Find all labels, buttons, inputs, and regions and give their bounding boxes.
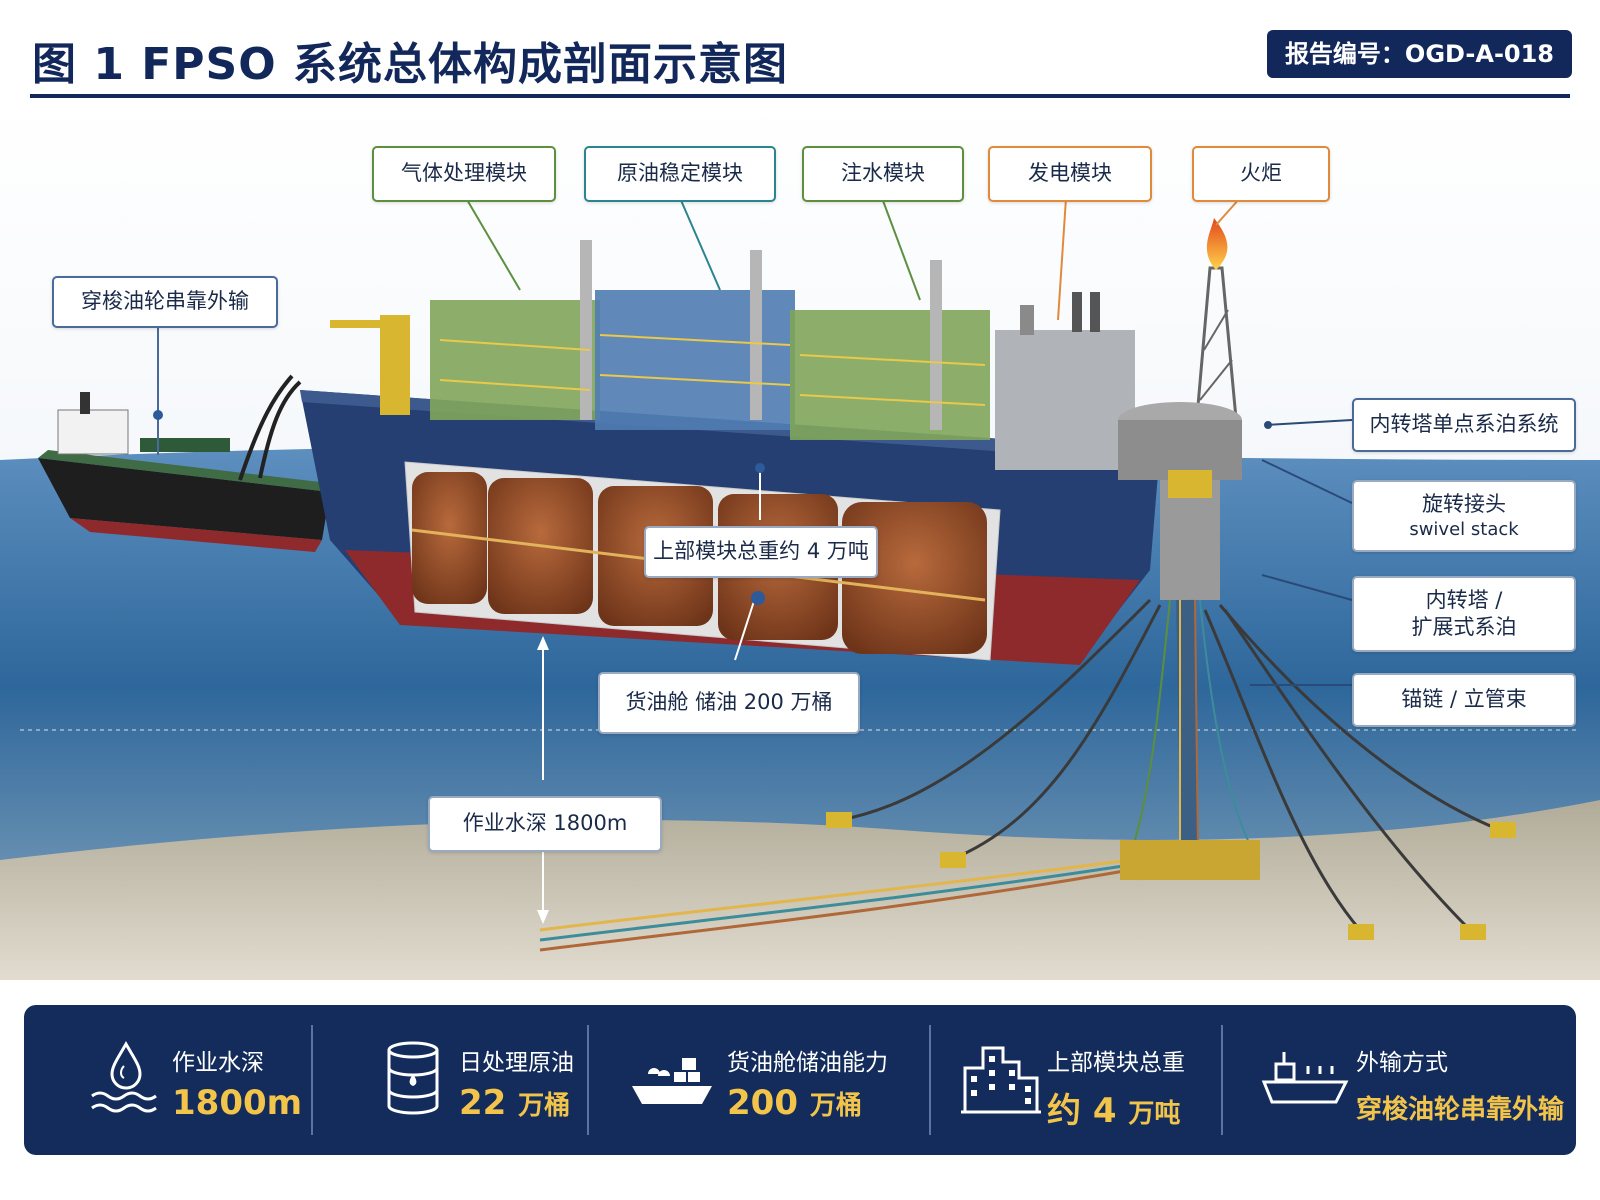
stat-label: 日处理原油 [459, 1050, 574, 1076]
stat-value: 约 4 万吨 [1047, 1083, 1180, 1132]
callout-chain-riser: 锚链 / 立管束 [1352, 673, 1576, 727]
stat-divider [929, 1025, 931, 1135]
stat-label: 外输方式 [1356, 1050, 1448, 1076]
stat-daily-processing: 日处理原油 22 万桶 [349, 1005, 619, 1155]
stat-divider [1221, 1025, 1223, 1135]
page-title: 图 1 FPSO 系统总体构成剖面示意图 [32, 39, 788, 90]
callout-topside-weight: 上部模块总重约 4 万吨 [644, 526, 878, 578]
callout-shuttle-tanker: 穿梭油轮串靠外输 [52, 276, 278, 328]
callout-water-depth: 作业水深 1800m [428, 796, 662, 852]
water-drop-waves-icon [91, 1040, 157, 1113]
callout-crude-stabilization: 原油稳定模块 [584, 146, 776, 202]
stat-export-method: 外输方式 穿梭油轮串靠外输 [1234, 1005, 1574, 1155]
stat-value-unit: 万吨 [1128, 1099, 1181, 1129]
report-id-badge: 报告编号：OGD-A-018 [1266, 30, 1572, 78]
stat-value-number: 穿梭油轮串靠外输 [1356, 1095, 1565, 1125]
cargo-ship-icon [632, 1058, 712, 1104]
stat-value: 穿梭油轮串靠外输 [1356, 1089, 1564, 1126]
oil-barrel-icon [387, 1041, 439, 1115]
callout-turret-spm-text: 内转塔单点系泊系统 [1369, 412, 1559, 437]
shuttle-tanker [38, 392, 330, 552]
callout-cargo-storage: 货油舱 储油 200 万桶 [598, 672, 860, 734]
subsea-manifold [1120, 840, 1260, 880]
stat-value-number: 1800m [172, 1083, 303, 1123]
riser-bundle [539, 599, 1256, 952]
mooring-chains [839, 598, 1501, 932]
tanker-ship-icon [1261, 1052, 1349, 1104]
stat-water-depth: 作业水深 1800m [62, 1005, 332, 1155]
callout-turret-spm: 内转塔单点系泊系统 [1352, 398, 1576, 452]
callout-power-generation: 发电模块 [988, 146, 1152, 202]
callout-water-injection: 注水模块 [802, 146, 964, 202]
stat-storage-capacity: 货油舱储油能力 200 万桶 [604, 1005, 924, 1155]
title-divider [30, 94, 1570, 98]
stat-label: 上部模块总重 [1047, 1050, 1185, 1076]
stat-value-unit: 万桶 [518, 1091, 571, 1121]
callout-turret-mooring-line2: 扩展式系泊 [1411, 615, 1517, 639]
stat-label: 货油舱储油能力 [727, 1050, 888, 1076]
stat-value-unit: 万桶 [809, 1091, 862, 1121]
stat-value-number: 约 4 [1047, 1091, 1117, 1131]
cargo-tanks [411, 472, 987, 654]
stat-value: 22 万桶 [459, 1083, 570, 1123]
stat-label: 作业水深 [172, 1050, 264, 1076]
stat-topside-weight: 上部模块总重 约 4 万吨 [937, 1005, 1217, 1155]
stat-value: 200 万桶 [727, 1083, 862, 1123]
topside-modules [330, 240, 1135, 470]
stat-value-number: 200 [727, 1083, 798, 1123]
stat-value: 1800m [172, 1083, 302, 1123]
callout-swivel-stack: 旋转接头 swivel stack [1352, 480, 1576, 552]
stats-bar: 作业水深 1800m 日处理原油 22 万桶 货油舱储油能力 200 [24, 1005, 1576, 1155]
turret [1118, 402, 1242, 600]
stat-value-number: 22 [459, 1083, 507, 1123]
callout-turret-mooring-line1: 内转塔 / [1425, 587, 1503, 612]
callout-turret-mooring: 内转塔 / 扩展式系泊 [1352, 576, 1576, 652]
stat-divider [311, 1025, 313, 1135]
callout-gas-processing: 气体处理模块 [372, 146, 556, 202]
stat-divider [587, 1025, 589, 1135]
callout-swivel-line2: swivel stack [1409, 518, 1519, 540]
industrial-plant-icon [961, 1046, 1041, 1114]
callout-swivel-line1: 旋转接头 [1422, 491, 1506, 516]
callout-flare: 火炬 [1192, 146, 1330, 202]
